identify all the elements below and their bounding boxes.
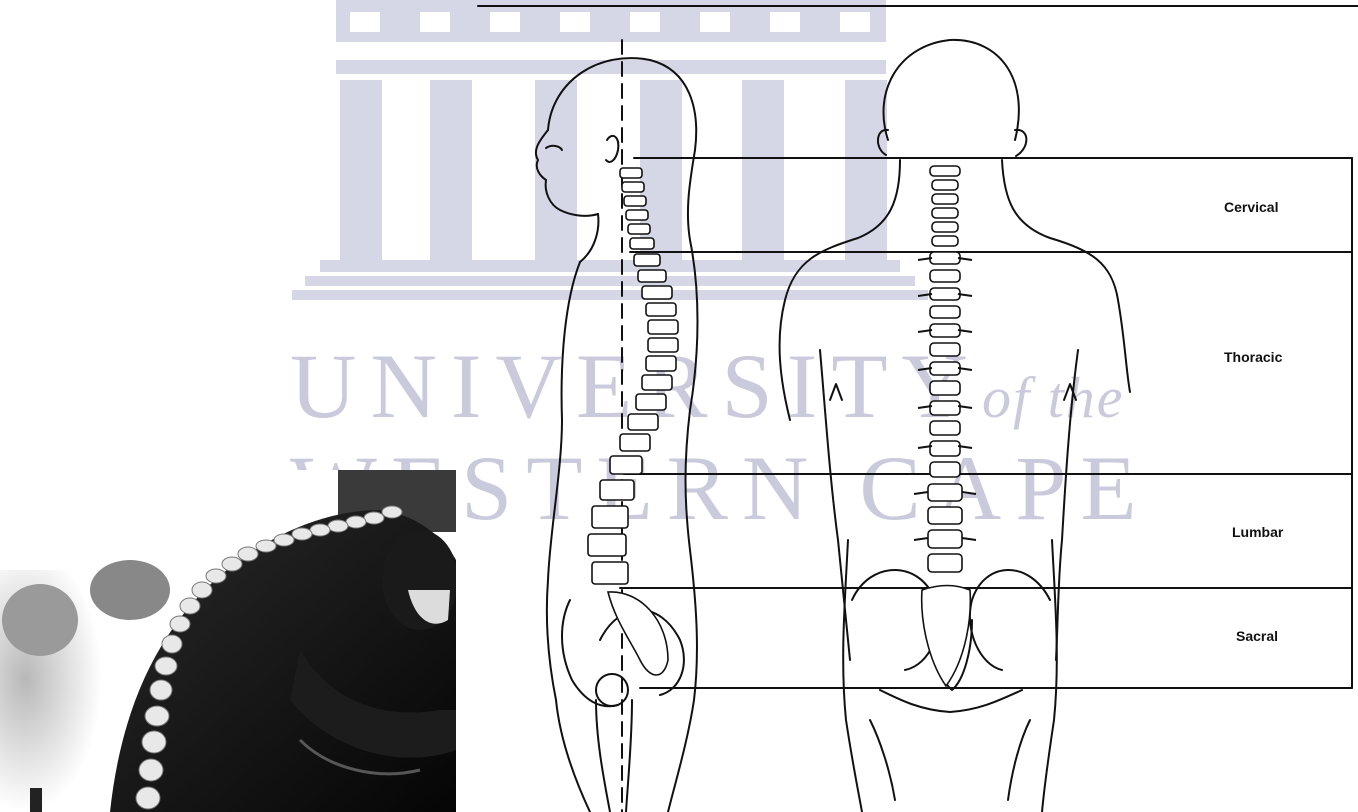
label-lumbar: Lumbar: [1232, 524, 1283, 540]
lateral-spine: [588, 168, 678, 675]
label-sacral: Sacral: [1236, 628, 1278, 644]
posterior-spine: [922, 166, 971, 686]
label-cervical: Cervical: [1224, 199, 1278, 215]
label-thoracic: Thoracic: [1224, 349, 1282, 365]
